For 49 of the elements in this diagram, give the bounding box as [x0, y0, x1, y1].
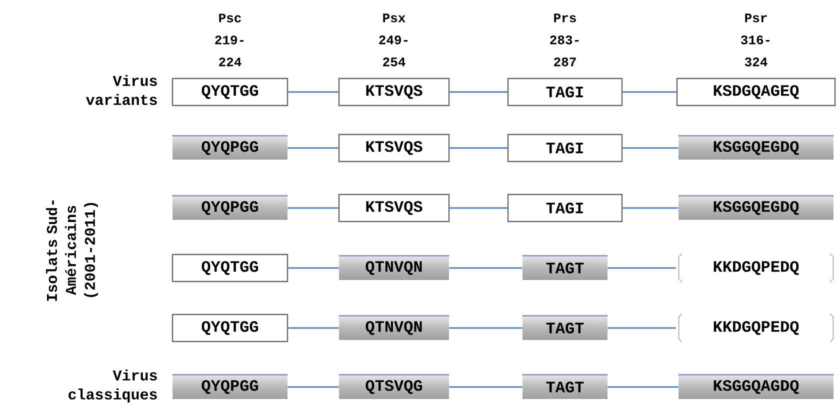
- connector-line: [288, 91, 338, 93]
- highlighted-sequence-box: QTNVQN: [338, 315, 450, 335]
- highlighted-sequence-box: TAGT: [522, 255, 608, 274]
- highlighted-sequence-box: TAGT: [522, 315, 608, 334]
- connector-line: [449, 267, 522, 269]
- connector-line: [450, 147, 508, 149]
- connector-line: [622, 147, 678, 149]
- bracketed-sequence: KKDGQPEDQ: [678, 313, 834, 342]
- sequence-box: QYQTGG: [172, 254, 288, 282]
- connector-line: [288, 147, 338, 149]
- sequence-box: TAGI: [507, 194, 623, 222]
- connector-line: [288, 267, 339, 269]
- sequence-box: QYQTGG: [172, 78, 288, 106]
- connector-line: [449, 386, 522, 388]
- connector-line: [450, 207, 508, 209]
- sequence-box: KSDGQAGEQ: [676, 78, 836, 106]
- highlighted-sequence-box: QYQPGG: [172, 374, 288, 394]
- highlighted-sequence-box: TAGT: [522, 374, 608, 392]
- column-header: Psr 316-324: [741, 14, 770, 66]
- connector-line: [608, 267, 676, 269]
- connector-line: [622, 207, 678, 209]
- connector-line: [288, 386, 339, 388]
- highlighted-sequence-box: KSGGQEGDQ: [678, 195, 834, 215]
- highlighted-sequence-box: QYQPGG: [172, 195, 288, 215]
- connector-line: [608, 386, 678, 388]
- sequence-box: KTSVQS: [338, 78, 450, 106]
- highlighted-sequence-box: KSGGQEGDQ: [678, 135, 834, 155]
- sequence-box: QYQTGG: [172, 314, 288, 342]
- connector-line: [450, 91, 508, 93]
- sequence-box: KTSVQS: [338, 134, 450, 162]
- column-header: Prs 283-287: [550, 14, 579, 66]
- highlighted-sequence-box: QTNVQN: [338, 255, 450, 275]
- sequence-box: TAGI: [507, 78, 623, 106]
- connector-line: [449, 327, 522, 329]
- connector-line: [288, 207, 338, 209]
- highlighted-sequence-box: QTSVQG: [338, 374, 450, 394]
- row-label: Isolats Sud-Américains (2001-2011): [46, 200, 98, 301]
- row-label: Virus variants: [86, 75, 157, 105]
- sequence-box: KTSVQS: [338, 194, 450, 222]
- highlighted-sequence-box: QYQPGG: [172, 135, 288, 155]
- connector-line: [622, 91, 676, 93]
- connector-line: [288, 327, 339, 329]
- column-header: Psc 219-224: [215, 14, 244, 66]
- highlighted-sequence-box: KSGGQAGDQ: [678, 374, 834, 394]
- connector-line: [608, 327, 676, 329]
- bracketed-sequence: KKDGQPEDQ: [678, 253, 834, 282]
- sequence-box: TAGI: [507, 134, 623, 162]
- row-label: Virus classiques: [68, 370, 157, 402]
- column-header: Psx 249-254: [379, 14, 408, 66]
